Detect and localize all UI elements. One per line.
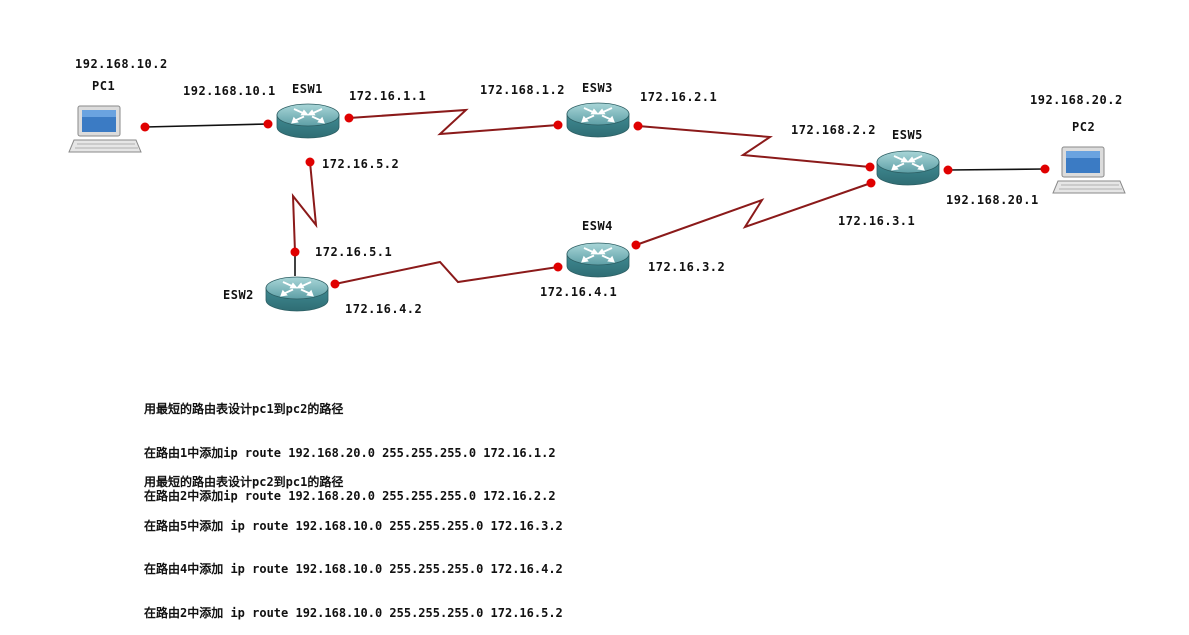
port-dot: [140, 122, 150, 132]
link-pc1-esw1: [144, 123, 269, 128]
ip-label-esw4-esw2: 172.16.4.1: [540, 285, 618, 299]
esw2-router-icon[interactable]: [265, 276, 329, 312]
port-dot: [866, 178, 876, 188]
ip-label-esw2-esw4: 172.16.4.2: [345, 302, 423, 316]
esw3-name: ESW3: [582, 81, 613, 95]
network-topology-diagram: [68, 102, 1126, 312]
notes-line: 在路由5中添加 ip route 192.168.10.0 255.255.25…: [144, 518, 563, 533]
port-dot: [943, 165, 953, 175]
notes-title: 用最短的路由表设计pc2到pc1的路径: [144, 475, 344, 489]
routing-notes-pc1-to-pc2: 用最短的路由表设计pc1到pc2的路径 在路由1中添加ip route 192.…: [144, 373, 556, 518]
link-esw2-esw4: [334, 260, 559, 285]
port-dot: [305, 157, 315, 167]
ip-label-esw5-esw4: 172.16.3.1: [838, 214, 916, 228]
esw4-name: ESW4: [582, 219, 613, 233]
ip-label-esw2-esw1: 172.16.5.1: [315, 245, 393, 259]
pc2-icon[interactable]: [1052, 146, 1126, 194]
link-esw1-esw2: [291, 161, 318, 253]
esw5-name: ESW5: [892, 128, 923, 142]
pc2-name: PC2: [1072, 120, 1096, 134]
port-dot: [633, 121, 643, 131]
port-dot: [553, 120, 563, 130]
routing-notes-pc2-to-pc1: 用最短的路由表设计pc2到pc1的路径 在路由5中添加 ip route 192…: [144, 446, 563, 635]
port-dot: [865, 162, 875, 172]
notes-line: 在路由4中添加 ip route 192.168.10.0 255.255.25…: [144, 562, 563, 576]
ip-label-esw1-esw2: 172.16.5.2: [322, 157, 400, 171]
notes-line: 在路由2中添加 ip route 192.168.10.0 255.255.25…: [144, 605, 563, 620]
ip-label-esw3-esw1: 172.168.1.2: [480, 83, 565, 97]
esw5-router-icon[interactable]: [876, 150, 940, 186]
ip-label-esw1-pc1: 192.168.10.1: [183, 84, 276, 98]
notes-line: 在路由2中添加ip route 192.168.20.0 255.255.255…: [144, 489, 556, 503]
pc2-ip: 192.168.20.2: [1030, 93, 1123, 107]
pc1-name: PC1: [92, 79, 116, 93]
link-esw3-esw5: [637, 125, 871, 168]
ip-label-esw3-esw5: 172.16.2.1: [640, 90, 718, 104]
esw4-router-icon[interactable]: [566, 242, 630, 278]
link-esw5-pc2: [947, 168, 1046, 171]
port-dot: [631, 240, 641, 250]
notes-title: 用最短的路由表设计pc1到pc2的路径: [144, 402, 344, 416]
ip-label-esw5-pc2: 192.168.20.1: [946, 193, 1039, 207]
link-esw4-esw5: [635, 182, 872, 246]
ip-label-esw4-esw5: 172.16.3.2: [648, 260, 726, 274]
ip-label-esw1-esw3: 172.16.1.1: [349, 89, 427, 103]
esw1-router-icon[interactable]: [276, 103, 340, 139]
esw3-router-icon[interactable]: [566, 102, 630, 138]
ip-label-esw5-esw3: 172.168.2.2: [791, 123, 876, 137]
pc1-ip: 192.168.10.2: [75, 57, 168, 71]
port-dot: [330, 279, 340, 289]
pc1-icon[interactable]: [68, 105, 142, 153]
esw2-name: ESW2: [223, 288, 254, 302]
port-dot: [263, 119, 273, 129]
port-dot: [290, 247, 300, 257]
link-esw1-esw3: [348, 108, 559, 136]
port-dot: [344, 113, 354, 123]
port-dot: [553, 262, 563, 272]
notes-line: 在路由1中添加ip route 192.168.20.0 255.255.255…: [144, 445, 556, 460]
esw1-name: ESW1: [292, 82, 323, 96]
port-dot: [1040, 164, 1050, 174]
